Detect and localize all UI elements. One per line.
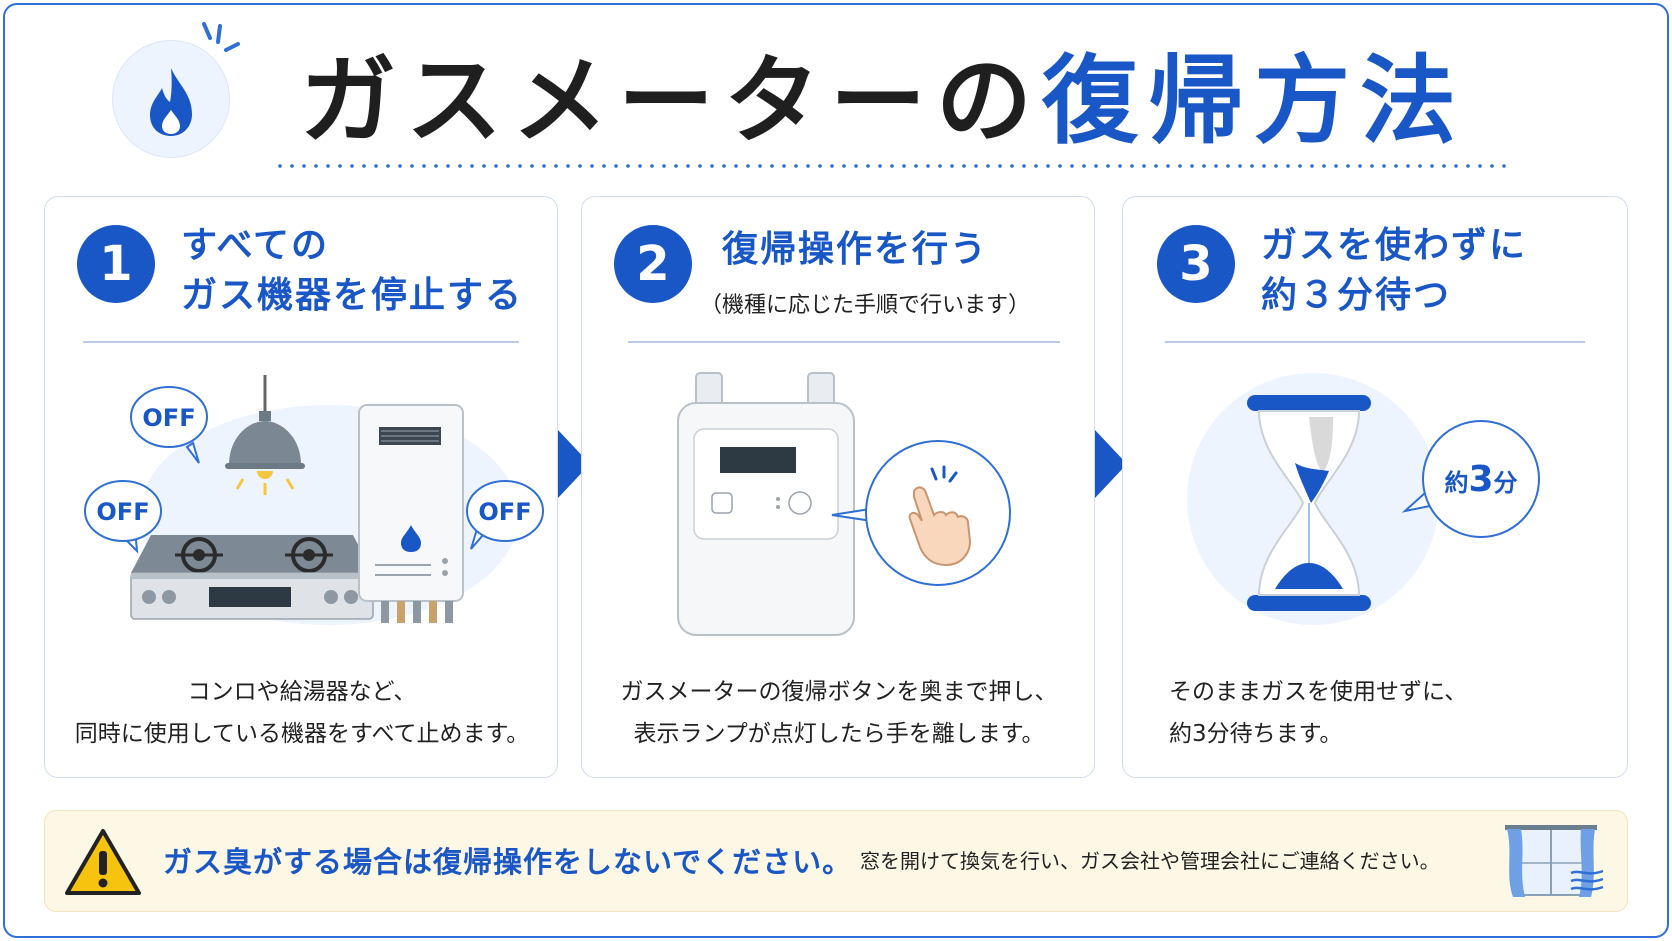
step-number-2: 2 xyxy=(614,225,692,303)
step-2-text-line1: ガスメーターの復帰ボタンを奥まで押し、 xyxy=(620,679,1058,705)
appliances-illustration: OFF OFF OFF xyxy=(84,375,544,625)
step-number-3: 3 xyxy=(1157,225,1235,303)
step-number-1: 1 xyxy=(77,225,155,303)
step-1-text-line1: コンロや給湯器など、 xyxy=(187,679,417,705)
warning-sub-text: 窓を開けて換気を行い、ガス会社や管理会社にご連絡ください。 xyxy=(860,849,1440,873)
step-1-divider xyxy=(83,341,519,343)
warning-icon xyxy=(65,829,141,895)
flame-icon xyxy=(150,68,192,136)
step-3-text-line1: そのままガスを使用せずに、 xyxy=(1169,679,1468,705)
step-1-text-line2: 同時に使用している機器をすべて止めます。 xyxy=(74,721,530,747)
warning-banner: ガス臭がする場合は復帰操作をしないでください。 窓を開けて換気を行い、ガス会社や… xyxy=(44,810,1628,912)
step-2-subtitle: （機種に応じた手順で行います） xyxy=(700,293,1031,318)
finger-icon xyxy=(908,465,972,567)
hourglass-illustration: 約3分 xyxy=(1187,373,1540,625)
step-1-title-line2: ガス機器を停止する xyxy=(181,275,524,316)
off-label-stove: OFF xyxy=(96,498,149,526)
step-3-text-line2: 約3分待ちます。 xyxy=(1169,721,1343,747)
gas-meter-icon xyxy=(677,372,855,636)
page-title: ガスメーターの復帰方法 xyxy=(300,46,1466,156)
pendant-lamp-icon xyxy=(225,375,305,495)
off-bubble-heater: OFF xyxy=(466,480,544,550)
off-bubble-lamp: OFF xyxy=(130,386,208,464)
gas-stove-icon xyxy=(130,535,374,620)
step-3-divider xyxy=(1165,341,1585,343)
title-dotted-divider xyxy=(274,164,1510,168)
button-zoom-bubble xyxy=(831,440,1011,586)
step-1-title-line1: すべての xyxy=(181,225,330,266)
time-bubble-text: 約3分 xyxy=(1444,459,1517,500)
step-card-1: 1 すべての ガス機器を停止する xyxy=(44,196,558,778)
arrow-2-to-3 xyxy=(1095,430,1127,498)
step-2-divider xyxy=(628,341,1060,343)
step-card-2: 2 復帰操作を行う （機種に応じた手順で行います） ガスメーターの復帰ボ xyxy=(581,196,1095,778)
hourglass-icon xyxy=(1247,395,1371,611)
warning-main-text: ガス臭がする場合は復帰操作をしないでください。 xyxy=(163,845,853,879)
time-bubble: 約3分 xyxy=(1401,420,1540,538)
logo xyxy=(112,22,240,164)
water-heater-icon xyxy=(358,404,464,623)
window-icon xyxy=(1505,825,1604,897)
step-card-3: 3 ガスを使わずに 約３分待つ 約3分 そのままガスを使用せずに、 約3分待ちま… xyxy=(1122,196,1628,778)
step-2-text-line2: 表示ランプが点灯したら手を離します。 xyxy=(633,721,1045,747)
off-label-heater: OFF xyxy=(478,498,531,526)
step-3-title-line1: ガスを使わずに xyxy=(1261,225,1528,266)
step-2-title: 復帰操作を行う xyxy=(722,229,989,270)
off-label-lamp: OFF xyxy=(142,404,195,432)
step-3-title-line2: 約３分待つ xyxy=(1261,275,1452,316)
title-part2: 復帰方法 xyxy=(1042,45,1466,157)
off-bubble-stove: OFF xyxy=(84,480,162,554)
title-part1: ガスメーターの xyxy=(300,45,1042,157)
sparkle-lines-icon xyxy=(202,22,240,52)
gas-meter-illustration xyxy=(677,372,1011,636)
